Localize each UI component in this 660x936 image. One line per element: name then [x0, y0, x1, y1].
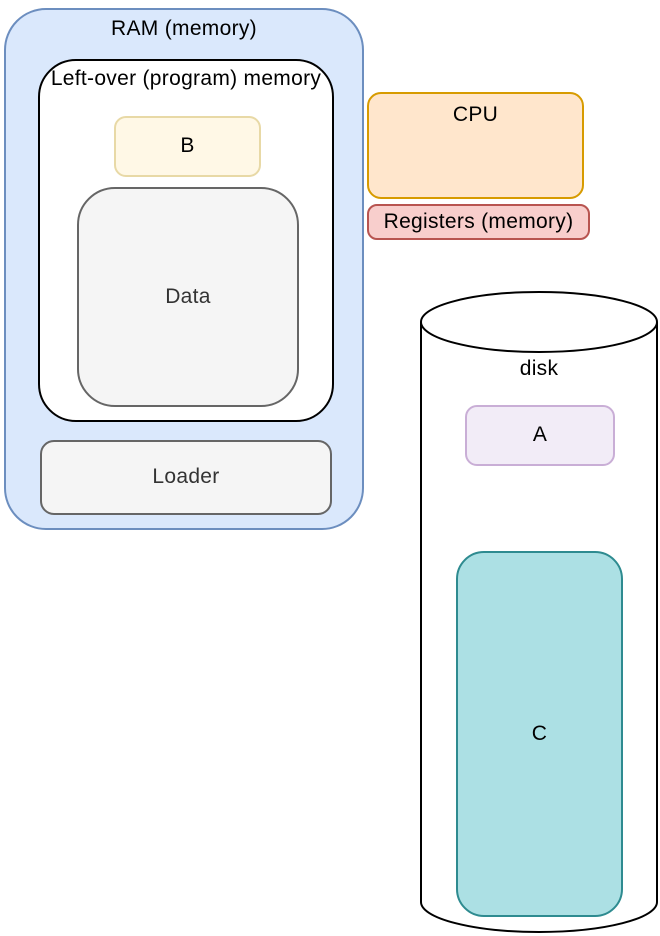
disk-cylinder-top — [420, 291, 658, 353]
leftover-memory-box: Left-over (program) memory B Data — [38, 59, 334, 422]
cpu-label: CPU — [452, 103, 499, 126]
program-b-box: B — [114, 116, 261, 177]
ram-box: RAM (memory) Left-over (program) memory … — [4, 8, 364, 530]
program-a-box: A — [465, 405, 615, 466]
data-label: Data — [165, 284, 211, 308]
registers-label: Registers (memory) — [383, 209, 574, 233]
program-b-label: B — [180, 134, 195, 158]
loader-label: Loader — [152, 465, 220, 489]
program-c-box: C — [456, 551, 623, 917]
program-a-label: A — [532, 423, 548, 447]
cpu-box: CPU — [367, 92, 584, 199]
disk-label: disk — [519, 357, 559, 380]
program-c-label: C — [531, 721, 548, 745]
loader-box: Loader — [40, 440, 332, 515]
leftover-memory-label: Left-over (program) memory — [50, 67, 322, 90]
registers-box: Registers (memory) — [367, 204, 590, 240]
data-box: Data — [77, 187, 299, 407]
ram-label: RAM (memory) — [111, 17, 257, 40]
